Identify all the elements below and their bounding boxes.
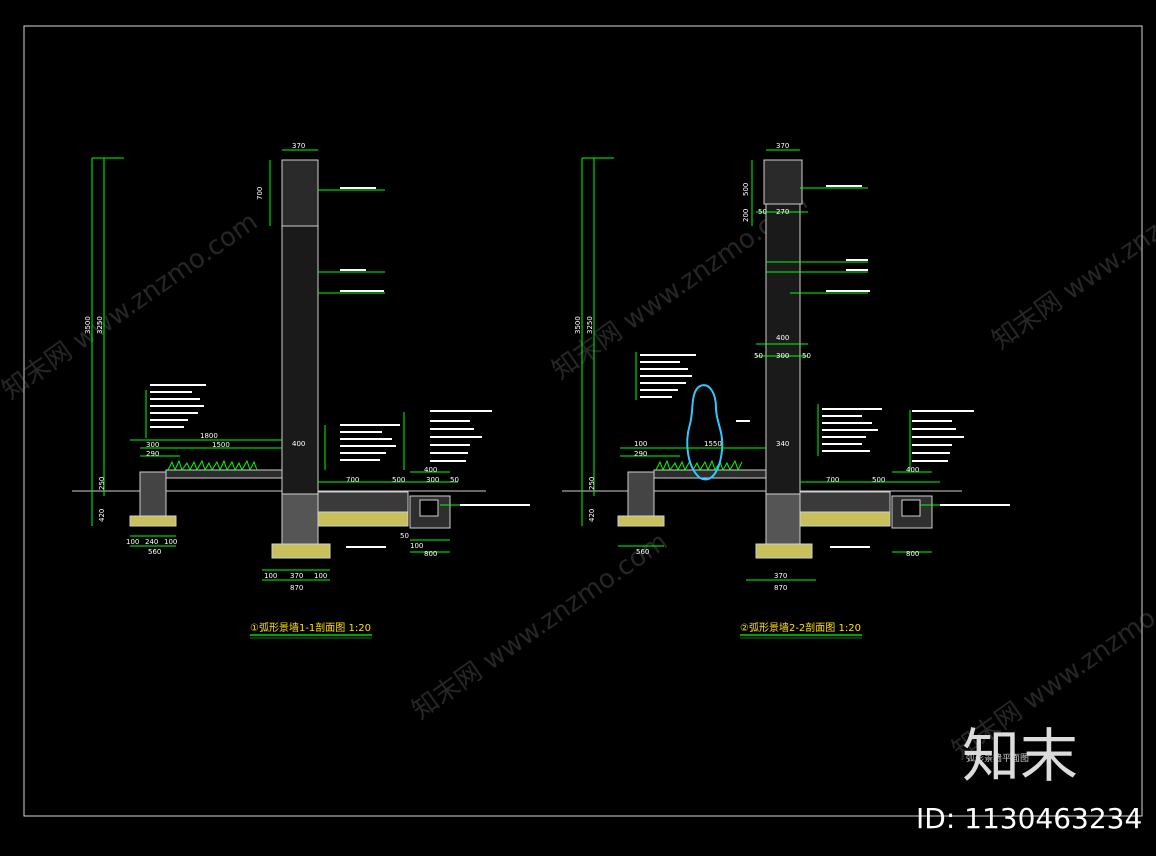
dim-290: 290 (634, 450, 647, 458)
plan-note: 弧形景墙平面图 (966, 752, 1029, 764)
dim-footing-870: 870 (774, 584, 787, 592)
dim-100: 100 (634, 440, 647, 448)
grass (167, 459, 258, 472)
section-2-annotations (640, 185, 1010, 548)
dim-270: 270 (776, 208, 789, 216)
dim-paving-700: 700 (346, 476, 359, 484)
dim-400: 400 (776, 334, 789, 342)
dim-420: 420 (588, 509, 596, 522)
dim-paving-700: 700 (826, 476, 839, 484)
dim-50b: 50 (754, 352, 763, 360)
dim-base-560: 560 (148, 548, 161, 556)
logo-text: 知末 (962, 722, 1078, 790)
dim-drain-400: 400 (424, 466, 437, 474)
dim-wall-height: 3250 (586, 316, 594, 334)
dim-drain-50: 50 (400, 532, 409, 540)
planter-soil (653, 469, 767, 479)
dim-290: 290 (146, 450, 159, 458)
section-1-title: ①弧形景墙1-1剖面图 1:20 (250, 621, 371, 634)
dim-base-100b: 100 (164, 538, 177, 546)
dim-base-240: 240 (145, 538, 158, 546)
planter-soil (165, 469, 283, 479)
section-2-title: ②弧形景墙2-2剖面图 1:20 (740, 621, 861, 634)
section-1-annotations (150, 187, 530, 548)
planter-footing (129, 515, 177, 527)
dim-footing-870: 870 (290, 584, 303, 592)
watermark-layer: 知末网 www.znzmo.com 知末网 www.znzmo.com 知末网 … (0, 157, 1156, 766)
dim-paving-500: 500 (872, 476, 885, 484)
wall-footing (271, 543, 331, 559)
dim-drain-800: 800 (424, 550, 437, 558)
dim-top-width: 370 (776, 142, 789, 150)
wall-cap (281, 159, 319, 227)
dim-top-width: 370 (292, 142, 305, 150)
planter-footing (617, 515, 665, 527)
dim-50a: 50 (758, 208, 767, 216)
dim-total-height: 3500 (574, 316, 582, 334)
drawing-frame (23, 25, 1143, 817)
paving-base (799, 491, 891, 513)
grass (655, 459, 743, 472)
dim-cap-500: 500 (742, 183, 750, 196)
paving-gravel (317, 511, 409, 527)
watermark-text: 知末网 www.znzmo.com (987, 157, 1156, 356)
dim-wall-height: 3250 (96, 316, 104, 334)
dim-paving-500: 500 (392, 476, 405, 484)
dim-1800: 1800 (200, 432, 218, 440)
dim-cap-height: 700 (256, 187, 264, 200)
dim-footing-370: 370 (290, 572, 303, 580)
dim-400: 400 (292, 440, 305, 448)
section-2-drawing: 370 500 200 50 270 3500 3250 400 50 300 … (562, 142, 1010, 639)
planter-wall (139, 471, 167, 517)
dim-footing-370: 370 (774, 572, 787, 580)
dim-drain-400: 400 (906, 466, 919, 474)
dim-base-100: 100 (126, 538, 139, 546)
dim-total-height: 3500 (84, 316, 92, 334)
feature-rock (686, 384, 724, 481)
dim-base-560: 560 (636, 548, 649, 556)
dim-250: 250 (98, 477, 106, 490)
dim-420: 420 (98, 509, 106, 522)
paving-gravel (799, 511, 891, 527)
dim-paving-50: 50 (450, 476, 459, 484)
dim-paving-300: 300 (426, 476, 439, 484)
planter-wall (627, 471, 655, 517)
dim-300: 300 (146, 441, 159, 449)
id-label: ID: 1130463234 (916, 802, 1142, 835)
dim-footing-100b: 100 (314, 572, 327, 580)
dim-footing-100a: 100 (264, 572, 277, 580)
dim-1550: 1550 (704, 440, 722, 448)
dim-50c: 50 (802, 352, 811, 360)
wall-foundation (281, 493, 319, 547)
dim-drain-100: 100 (410, 542, 423, 550)
wall-body (765, 159, 801, 547)
paving-base (317, 491, 409, 513)
watermark-text: 知末网 www.znzmo.com (407, 527, 673, 726)
dim-1500: 1500 (212, 441, 230, 449)
dim-300: 300 (776, 352, 789, 360)
watermark-text: 知末网 www.znzmo.com (0, 207, 263, 406)
wall-footing (755, 543, 813, 559)
wall-foundation (765, 493, 801, 547)
dim-cap-200: 200 (742, 209, 750, 222)
dim-250: 250 (588, 477, 596, 490)
wall-cap (763, 159, 803, 205)
section-1-drawing: 370 700 3500 3250 1800 1500 300 290 400 … (72, 142, 530, 639)
dim-drain-800: 800 (906, 550, 919, 558)
dim-340: 340 (776, 440, 789, 448)
